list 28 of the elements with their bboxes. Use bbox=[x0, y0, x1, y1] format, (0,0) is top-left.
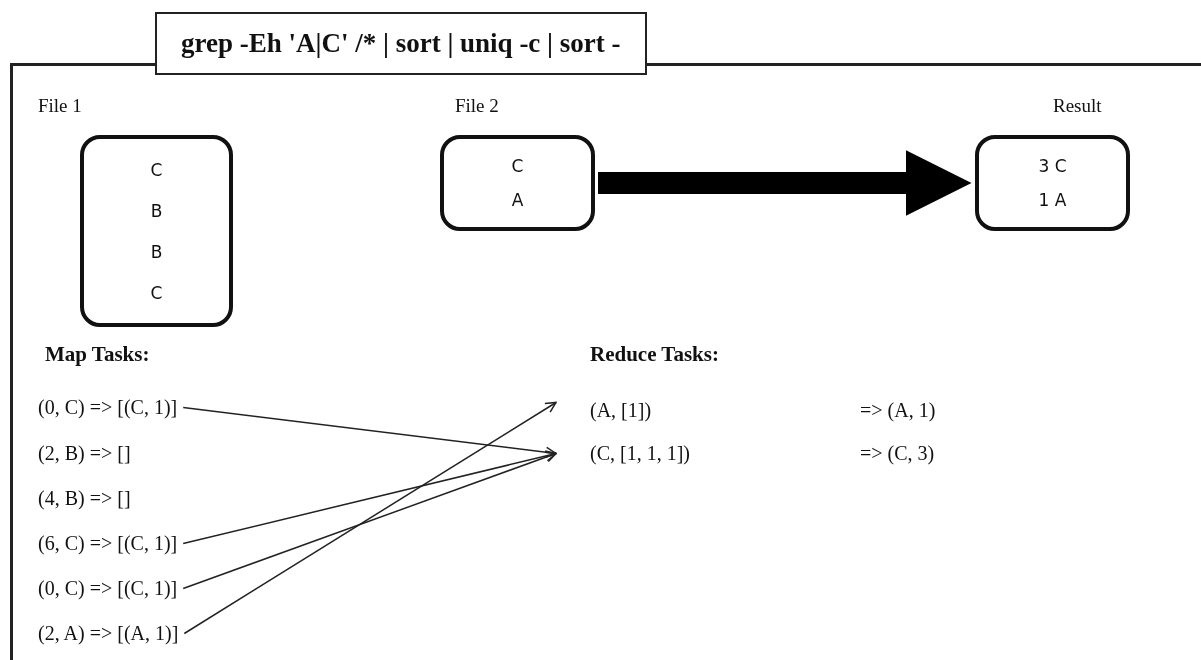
result-text: => (A, 1) bbox=[860, 399, 936, 422]
list-heading: Result bbox=[1053, 95, 1102, 117]
arrow bbox=[182, 450, 557, 545]
reduce-task-text: (C, [1, 1, 1]) bbox=[590, 442, 691, 465]
list-heading: File 2 bbox=[455, 95, 499, 117]
arrow bbox=[183, 401, 557, 635]
map-task-text: (2, B) => [] bbox=[38, 442, 131, 465]
reduce-task-text: (A, [1]) bbox=[590, 399, 653, 422]
list-heading: File 1 bbox=[38, 95, 82, 117]
list-item: B bbox=[150, 200, 163, 221]
list-item: A bbox=[511, 190, 524, 210]
list-item: C bbox=[150, 159, 163, 180]
block-arrow bbox=[598, 150, 972, 216]
list-item: 1 A bbox=[1038, 190, 1067, 210]
list-item: C bbox=[511, 156, 524, 176]
arrow bbox=[182, 451, 557, 590]
section-heading: Reduce Tasks: bbox=[590, 342, 719, 367]
map-task-text: (6, C) => [(C, 1)] bbox=[38, 532, 178, 555]
map-task-text: (0, C) => [(C, 1)] bbox=[38, 396, 178, 419]
map-task-text: (2, A) => [(A, 1)] bbox=[38, 622, 179, 645]
result-text: => (C, 3) bbox=[860, 442, 935, 465]
list-item: B bbox=[150, 241, 163, 262]
map-task-text: (4, B) => [] bbox=[38, 487, 131, 510]
list-item: C bbox=[150, 282, 163, 303]
section-heading: Map Tasks: bbox=[45, 342, 150, 367]
map-task-text: (0, C) => [(C, 1)] bbox=[38, 577, 178, 600]
command-box: grep -Eh 'A|C' /* | sort | uniq -c | sort - bbox=[155, 12, 647, 75]
list-item: 3 C bbox=[1038, 156, 1067, 176]
